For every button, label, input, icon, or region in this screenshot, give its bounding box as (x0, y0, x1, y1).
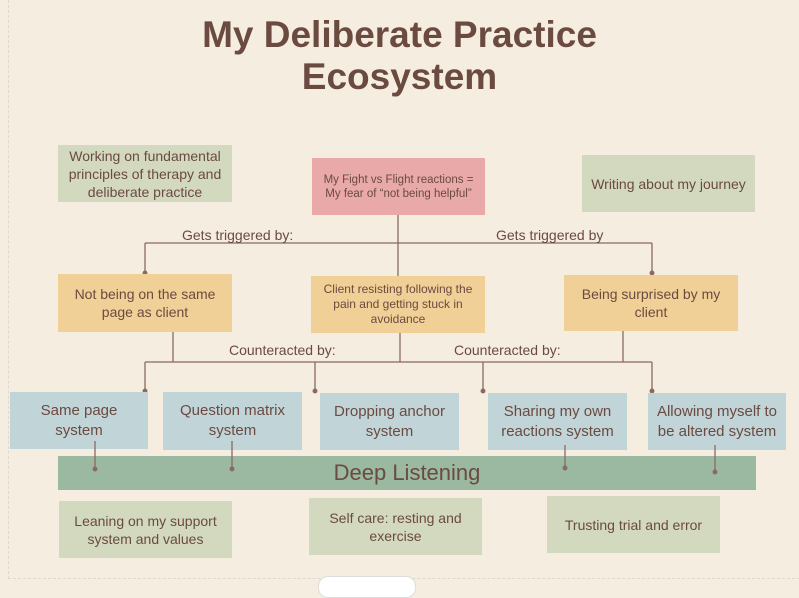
system-box[interactable]: Sharing my own reactions system (488, 393, 627, 450)
triggered-label-left: Gets triggered by: (182, 227, 294, 243)
fundamentals-box[interactable]: Working on fundamental principles of the… (58, 145, 232, 202)
system-box[interactable]: Dropping anchor system (320, 393, 459, 450)
title-line-1: My Deliberate Practice (202, 14, 597, 55)
support-box[interactable]: Trusting trial and error (547, 496, 720, 553)
connector-lines (142, 215, 655, 394)
support-box[interactable]: Self care: resting and exercise (309, 498, 482, 555)
support-box[interactable]: Leaning on my support system and values (59, 501, 232, 558)
trigger-box[interactable]: Client resisting following the pain and … (311, 276, 485, 333)
system-box[interactable]: Allowing myself to be altered system (648, 393, 786, 450)
writing-box[interactable]: Writing about my journey (582, 155, 755, 212)
system-box[interactable]: Question matrix system (163, 392, 302, 450)
system-box[interactable]: Same page system (10, 392, 148, 449)
deep-listening-bar[interactable]: Deep Listening (58, 456, 756, 490)
triggered-label-right: Gets triggered by (496, 227, 604, 243)
trigger-box[interactable]: Being surprised by my client (564, 275, 738, 331)
counter-label-left: Counteracted by: (229, 342, 336, 358)
trigger-box[interactable]: Not being on the same page as client (58, 274, 232, 332)
system-connectors (92, 441, 718, 475)
core-fear-box[interactable]: My Fight vs Flight reactions = My fear o… (312, 158, 485, 215)
counter-label-right: Counteracted by: (454, 342, 561, 358)
bottom-toolbar-edge (318, 576, 416, 598)
title-line-2: Ecosystem (301, 56, 498, 97)
